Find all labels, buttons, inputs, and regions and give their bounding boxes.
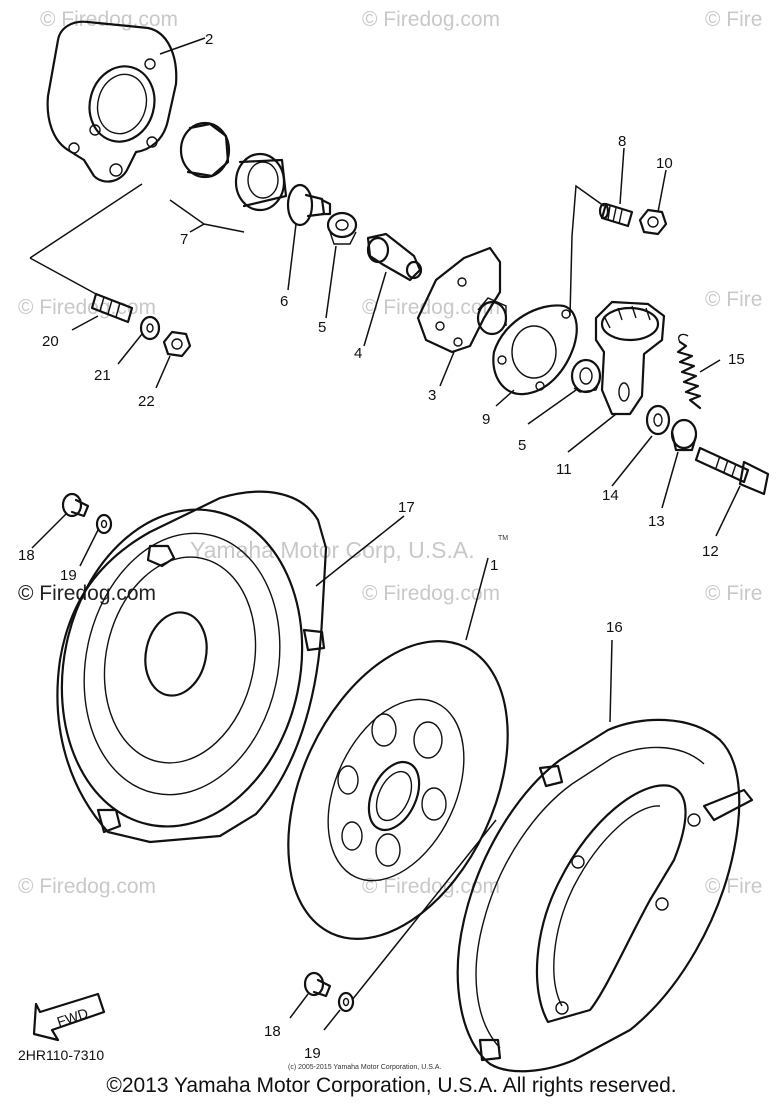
callout-18-lower: 18 [264,1023,281,1040]
footer-copyright: ©2013 Yamaha Motor Corporation, U.S.A. A… [106,1074,677,1097]
callout-21: 21 [94,367,111,384]
watermark-text: © Fire [705,875,762,898]
part-22-nut [162,330,192,358]
callout-15: 15 [728,351,745,368]
callout-10: 10 [656,155,673,172]
part-10-nut [638,208,668,236]
callout-17: 17 [398,499,415,516]
watermark-text: © Firedog.com [40,8,178,31]
watermark-text: © Firedog.com [362,8,500,31]
corporate-watermark: Yamaha Motor Corp, U.S.A. [190,537,475,563]
callout-1: 1 [490,557,498,574]
fwd-label: FWD [55,1005,90,1030]
part-2-bracket [46,20,178,183]
leader-lines [29,37,741,1031]
part-18-bolt-upper [61,492,90,518]
part-19-washer-upper [95,513,113,535]
part-15-spring [676,333,702,410]
part-17-outer-cover [56,490,328,844]
part-5-washer-lower [570,358,602,394]
part-20-stud [90,292,134,324]
callout-3: 3 [428,387,436,404]
part-8-stud [598,202,634,228]
callout-6: 6 [280,293,288,310]
part-16-backing-plate [456,718,754,1073]
callout-4: 4 [354,345,362,362]
callout-5-lower: 5 [518,437,526,454]
callout-7: 7 [180,231,188,248]
callout-18-upper: 18 [18,547,35,564]
callout-5-upper: 5 [318,319,326,336]
callout-16: 16 [606,619,623,636]
watermark-text: © Fire [705,8,762,31]
part-12-bolt [694,446,770,496]
callout-2: 2 [205,31,213,48]
fwd-arrow-icon: FWD [32,992,106,1042]
part-11-arm [594,300,666,416]
inner-copyright: (c) 2005-2015 Yamaha Motor Corporation, … [288,1064,441,1071]
callout-numbers: 2 7 6 5 4 3 9 5 11 14 13 12 15 8 10 20 2… [18,31,745,1062]
part-21-washer [139,315,161,341]
part-6-shaft [286,183,332,227]
watermark-text: © Firedog.com [362,875,500,898]
callout-22: 22 [138,393,155,410]
watermark-layer: © Firedog.com © Firedog.com © Fire © Fir… [18,8,762,898]
part-9-gasket [492,304,578,396]
part-18-bolt-lower [303,971,332,998]
watermark-text: © Firedog.com [18,582,156,605]
callout-14: 14 [602,487,619,504]
part-19-washer-lower [337,991,355,1013]
part-3-plate [416,246,508,354]
callout-20: 20 [42,333,59,350]
callout-19-lower: 19 [304,1045,321,1062]
callout-13: 13 [648,513,665,530]
callout-9: 9 [482,411,490,428]
watermark-text: © Firedog.com [362,296,500,319]
watermark-text: © Fire [705,288,762,311]
trademark-mark: TM [498,535,508,542]
watermark-text: © Firedog.com [362,582,500,605]
part-13-collar [670,418,698,452]
callout-12: 12 [702,543,719,560]
part-1-disc [287,640,509,940]
callout-11: 11 [556,461,572,478]
watermark-text: © Fire [705,582,762,605]
part-5-nut-upper [326,211,358,245]
watermark-text: © Firedog.com [18,875,156,898]
part-7-boot [179,121,288,212]
diagram-code: 2HR110-7310 [18,1047,104,1063]
watermark-text: © Firedog.com [18,296,156,319]
callout-8: 8 [618,133,626,150]
callout-19-upper: 19 [60,567,77,584]
part-14-washer [645,404,671,436]
part-4-cam [366,232,423,282]
